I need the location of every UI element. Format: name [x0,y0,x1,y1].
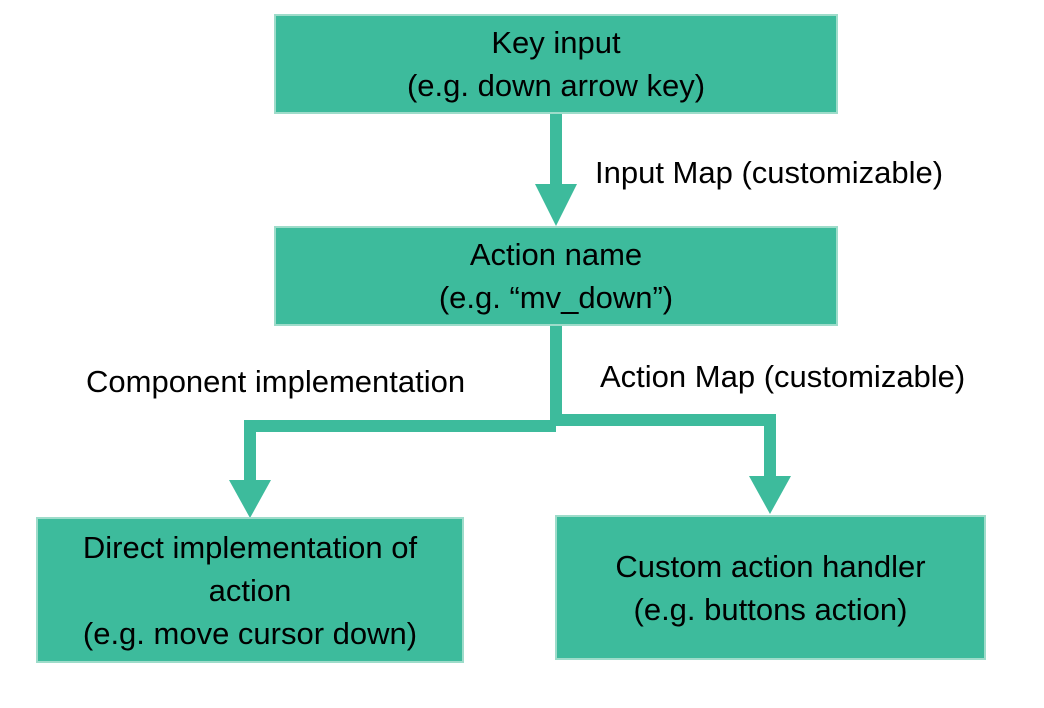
component-implementation-label: Component implementation [86,364,466,399]
action-map-arrowhead [749,476,791,514]
action-name-title: Action name [469,237,643,272]
direct-implementation-example: (e.g. move cursor down) [82,615,418,651]
action-map-connector [556,414,776,477]
action-name-node: Action name (e.g. “mv_down”) [274,226,838,326]
input-map-label: Input Map (customizable) [595,155,944,190]
direct-implementation-title-line-1: Direct implementation of [82,529,418,565]
direct-implementation-node: Direct implementation of action (e.g. mo… [36,517,464,663]
key-input-example: (e.g. down arrow key) [406,68,706,103]
custom-action-handler-example: (e.g. buttons action) [633,591,908,627]
action-map-label: Action Map (customizable) [600,359,966,394]
action-name-example: (e.g. “mv_down”) [438,280,674,315]
custom-action-handler-node: Custom action handler (e.g. buttons acti… [555,515,986,660]
key-input-title: Key input [491,25,621,60]
direct-implementation-title-line-2: action [208,572,292,608]
component-implementation-arrowhead [229,480,271,518]
custom-action-handler-title: Custom action handler [615,548,926,584]
key-input-node: Key input (e.g. down arrow key) [274,14,838,114]
component-implementation-connector [244,420,556,482]
input-map-arrowhead [535,184,577,226]
